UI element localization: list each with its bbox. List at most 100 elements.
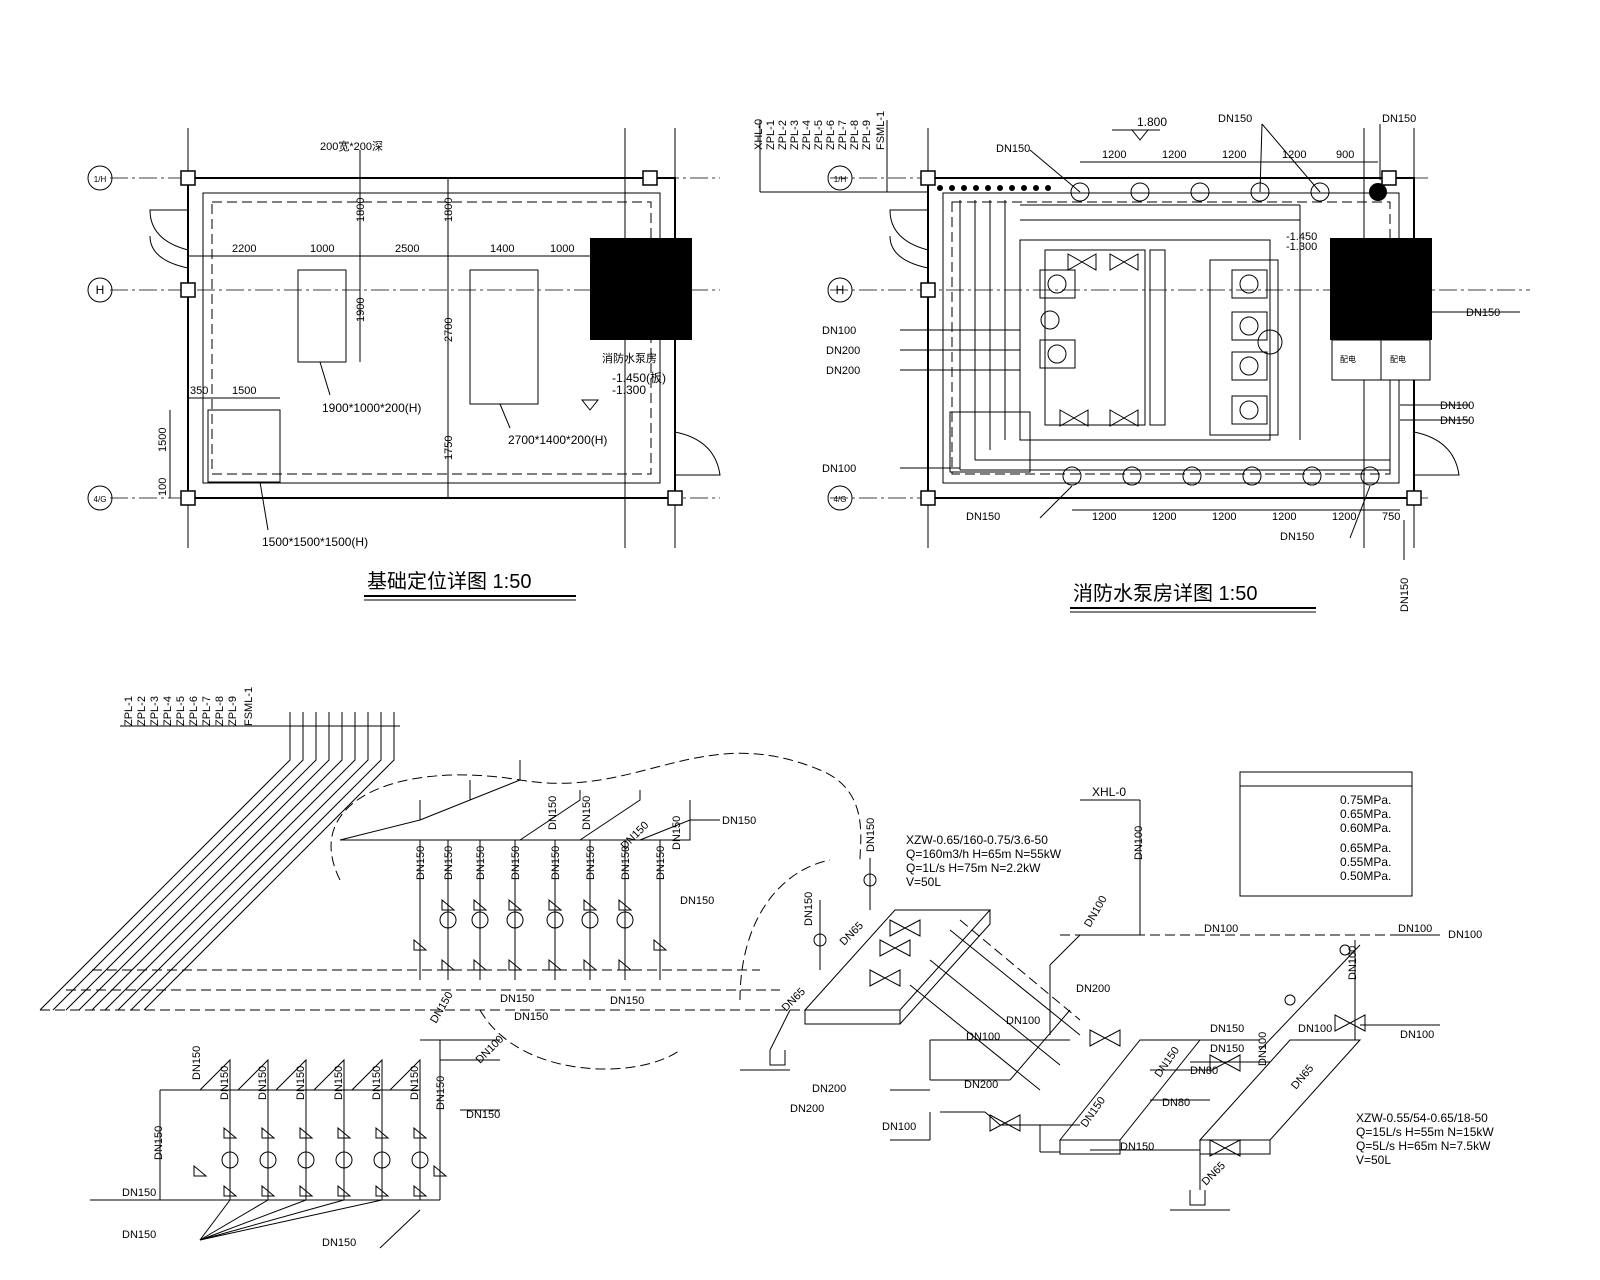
dim: 1200: [1102, 149, 1126, 161]
foundation-text: 2200 1000 2500 1400 1000 350 1500 1800 1…: [157, 139, 666, 549]
pipe-tag: DN65: [1200, 1160, 1228, 1188]
pipe-tag: DN150: [1399, 578, 1411, 612]
dim: 1750: [443, 436, 455, 460]
pipe-tag: DN100: [1204, 923, 1238, 935]
pipe-tag: DN150: [550, 846, 562, 880]
pipe-tag: DN100: [1347, 946, 1359, 980]
pipe-tag: DN150: [722, 815, 756, 827]
pipe-tag: DN200: [826, 345, 860, 357]
pipe-tag: DN150: [415, 846, 427, 880]
bottom-valves: [1062, 466, 1380, 486]
dim: 750: [1382, 511, 1400, 523]
pipe-tag: DN150: [1079, 1095, 1108, 1130]
riser-label: FSML-1: [875, 111, 887, 150]
pipe-tag: DN100: [1398, 923, 1432, 935]
pipe-tag: DN150: [1120, 1141, 1154, 1153]
dim: 1200: [1332, 511, 1356, 523]
spec-line: Q=15L/s H=55m N=15kW: [1356, 1125, 1494, 1139]
pressure: 0.75MPa.: [1340, 793, 1391, 807]
block-label: 1500*1500*1500(H): [262, 535, 368, 549]
pump-room-risers: XHL-0 ZPL-1 ZPL-2 ZPL-3 ZPL-4 ZPL-5 ZPL-…: [753, 111, 887, 150]
dim: 1200: [1212, 511, 1236, 523]
dim: 1500: [157, 428, 169, 452]
pipe-tag: DN150: [333, 1066, 345, 1100]
block-label: 2700*1400*200(H): [508, 433, 607, 447]
dim: 1000: [550, 243, 574, 255]
riser-label: ZPL-8: [214, 696, 226, 726]
pipe-tag: DN80: [1190, 1065, 1218, 1077]
riser-label: ZPL-7: [837, 120, 849, 150]
pipe-tag: DN150: [475, 846, 487, 880]
block-2: [469, 269, 539, 405]
pipe-tag: DN100: [1006, 1015, 1040, 1027]
riser-label: ZPL-1: [123, 696, 135, 726]
pipe-tag: DN150: [581, 796, 593, 830]
pressure: 0.50MPa.: [1340, 869, 1391, 883]
spec-line: XZW-0.55/54-0.65/18-50: [1356, 1111, 1488, 1125]
pump-room-text: 1.800 1200 1200 1200 1200 900 1200 1200 …: [822, 113, 1500, 612]
pipe-tag: DN150: [996, 143, 1030, 155]
pipe-tag: DN100: [474, 1033, 507, 1066]
pressure-table: [1239, 771, 1413, 897]
pipe-tag: DN150: [610, 995, 644, 1007]
pumps: [1039, 269, 1283, 425]
dim: 1900: [355, 298, 367, 322]
block-1: [297, 269, 347, 363]
pipe-tag: DN150: [1153, 1045, 1182, 1080]
dim: 1200: [1162, 149, 1186, 161]
equipment-text: XHL-0 XZW-0.65/160-0.75/3.6-50 Q=160m3/h…: [780, 785, 1495, 1188]
level: -1.300: [612, 383, 646, 397]
block-label: 1900*1000*200(H): [322, 401, 421, 415]
pressure: 0.60MPa.: [1340, 821, 1391, 835]
dim: 1500: [232, 385, 256, 397]
pipe-tag: DN150: [295, 1066, 307, 1100]
pipe-tag: DN150: [1210, 1043, 1244, 1055]
axis-bubbles-left: 1/H H 4/G: [87, 165, 113, 511]
pipe-tag: DN150: [547, 796, 559, 830]
pipe-tag: DN150: [443, 846, 455, 880]
dim: 100: [157, 478, 169, 496]
pressure: 0.65MPa.: [1340, 807, 1391, 821]
pipe-tag: DN150: [1440, 415, 1474, 427]
pipe-tag: DN80: [1162, 1097, 1190, 1109]
dim: 1800: [443, 198, 455, 222]
riser-label: XHL-0: [1092, 785, 1126, 799]
level: -1.300: [1286, 241, 1317, 253]
pipe-tag: DN100: [1298, 1023, 1332, 1035]
pipe-tag: DN100: [1448, 929, 1482, 941]
pipe-tag: DN100: [1082, 894, 1110, 930]
pipe-tag: DN200: [812, 1083, 846, 1095]
dim: 1200: [1152, 511, 1176, 523]
pipe-tag: DN100: [882, 1121, 916, 1133]
pipe-tag: DN150: [466, 1109, 500, 1121]
spec-line: XZW-0.65/160-0.75/3.6-50: [906, 833, 1048, 847]
pipe-tag: DN100: [1133, 826, 1145, 860]
axis-bubbles-right: 1/H H 4/G: [827, 165, 853, 511]
pressure: 0.55MPa.: [1340, 855, 1391, 869]
title-pump-room: 消防水泵房详图 1:50: [1073, 582, 1257, 605]
pipe-tag: DN150: [671, 816, 683, 850]
spec-line: Q=160m3/h H=65m N=55kW: [906, 847, 1062, 861]
riser-label: ZPL-3: [149, 696, 161, 726]
system-isometric: ZPL-1 ZPL-2 ZPL-3 ZPL-4 ZPL-5 ZPL-6 ZPL-…: [39, 687, 862, 1249]
pipe-tag: DN100: [966, 1031, 1000, 1043]
dim: 350: [190, 385, 208, 397]
axis-label: 4/G: [94, 495, 107, 504]
riser-label: ZPL-6: [825, 120, 837, 150]
axis-label: 1/H: [94, 175, 107, 184]
pipe-tag: DN150: [219, 1066, 231, 1100]
riser-label: XHL-0: [753, 119, 765, 150]
riser-label: ZPL-2: [136, 696, 148, 726]
riser-label: ZPL-8: [849, 120, 861, 150]
level: -1.450(板): [612, 371, 666, 385]
block-3: [207, 409, 281, 483]
pipe-tag: DN150: [1280, 531, 1314, 543]
riser-label: ZPL-1: [765, 120, 777, 150]
pipe-tag: DN150: [153, 1126, 165, 1160]
level: 1.800: [1137, 115, 1167, 129]
pipe-tag: DN150: [409, 1066, 421, 1100]
electric-panel: [590, 238, 692, 340]
lower-valve-row: [193, 1058, 448, 1200]
pressure: 0.65MPa.: [1340, 841, 1391, 855]
pipe-tag: DN150: [1210, 1023, 1244, 1035]
